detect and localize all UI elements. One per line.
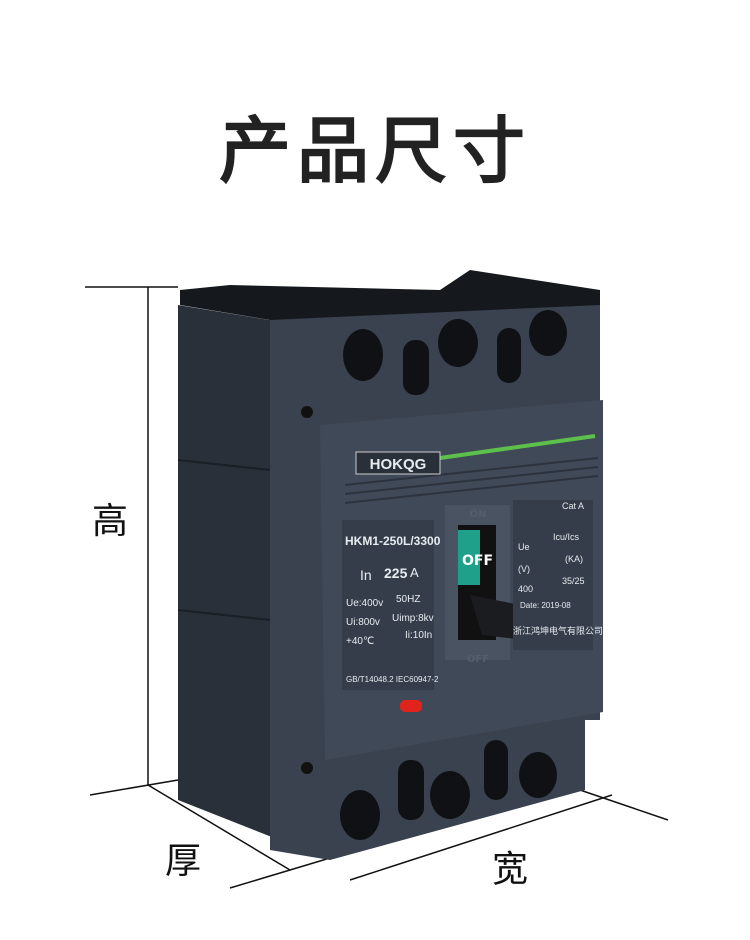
green-indicator-strip xyxy=(439,434,596,460)
breaking-value: 35/25 xyxy=(562,576,585,586)
cat-label: Cat A xyxy=(562,501,584,511)
voltage-value: 400 xyxy=(518,584,533,594)
width-label: 宽 xyxy=(492,849,529,890)
test-button[interactable] xyxy=(400,700,422,712)
switch-off-label: OFF xyxy=(467,654,489,665)
model-label: HKM1-250L/3300 xyxy=(345,534,441,548)
ka-label: (KA) xyxy=(565,554,583,564)
in-label: In xyxy=(360,567,372,583)
height-label: 高 xyxy=(92,501,129,542)
spec-uimp: Uimp:8kv xyxy=(392,613,434,624)
spec-ii: Ii:10In xyxy=(405,630,432,641)
spec-ue: Ue:400v xyxy=(346,598,383,609)
toggle-handle[interactable] xyxy=(470,595,525,640)
page-title: 产品尺寸 xyxy=(218,109,531,193)
icu-label: Icu/Ics xyxy=(553,532,580,542)
spec-ui: Ui:800v xyxy=(346,617,380,628)
rated-current-unit: A xyxy=(410,565,419,580)
date-label: Date: 2019-08 xyxy=(520,601,571,610)
spec-temp: +40℃ xyxy=(346,636,374,647)
rated-current: 225 xyxy=(384,565,408,581)
switch-state-indicator: OFF xyxy=(462,553,493,569)
brand-logo: HOKQG xyxy=(370,456,427,473)
ue-label: Ue xyxy=(518,542,530,552)
switch-on-label: ON xyxy=(470,509,487,520)
v-label: (V) xyxy=(518,564,530,574)
spec-freq: 50HZ xyxy=(396,594,420,605)
dimension-lines xyxy=(85,286,669,889)
depth-label: 厚 xyxy=(165,841,202,882)
manufacturer-label: 浙江鸿坤电气有限公司 xyxy=(513,625,603,636)
standards-label: GB/T14048.2 IEC60947-2 xyxy=(346,675,439,684)
